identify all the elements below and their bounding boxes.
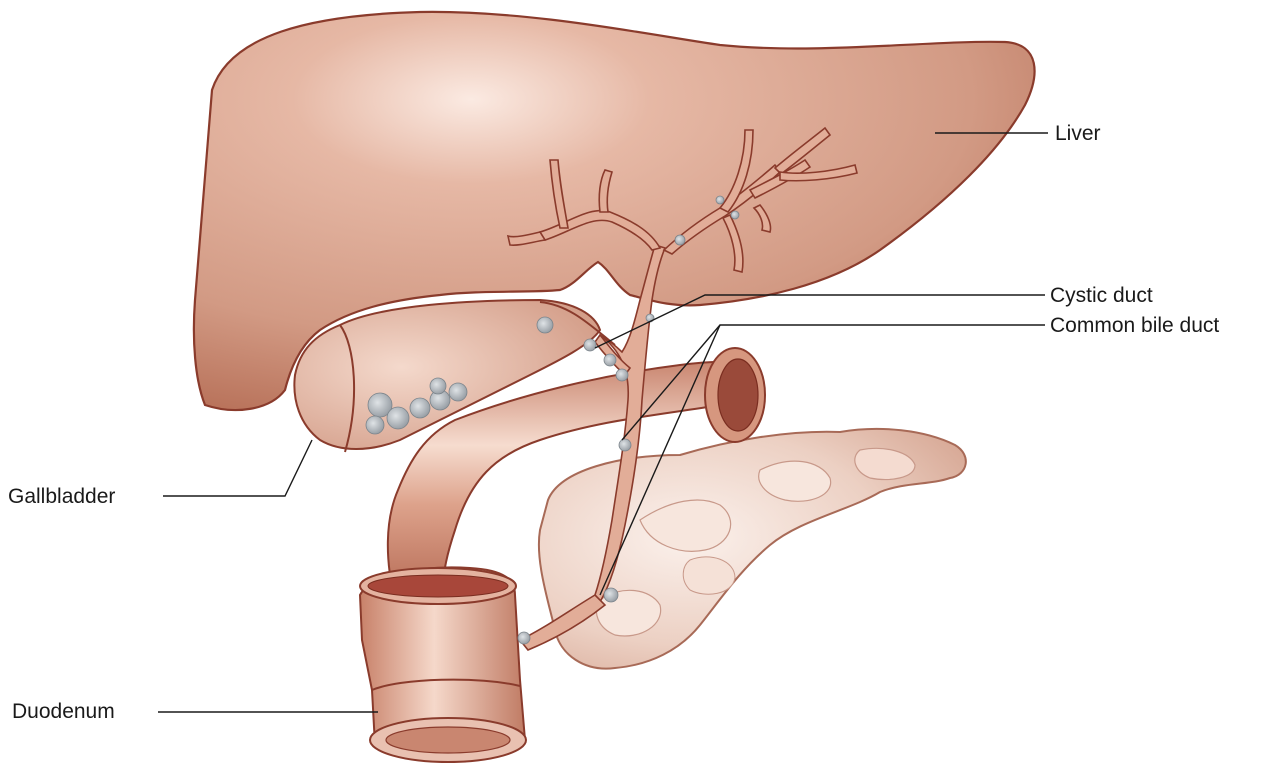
- gallbladder-leader-line: [163, 440, 312, 496]
- pancreas: [539, 429, 966, 669]
- gallbladder-label: Gallbladder: [8, 486, 115, 507]
- duodenum: [360, 567, 526, 762]
- liver-label: Liver: [1055, 123, 1101, 144]
- duodenum-label: Duodenum: [12, 701, 115, 722]
- common-bile-duct-label: Common bile duct: [1050, 315, 1219, 336]
- cystic-duct-label: Cystic duct: [1050, 285, 1153, 306]
